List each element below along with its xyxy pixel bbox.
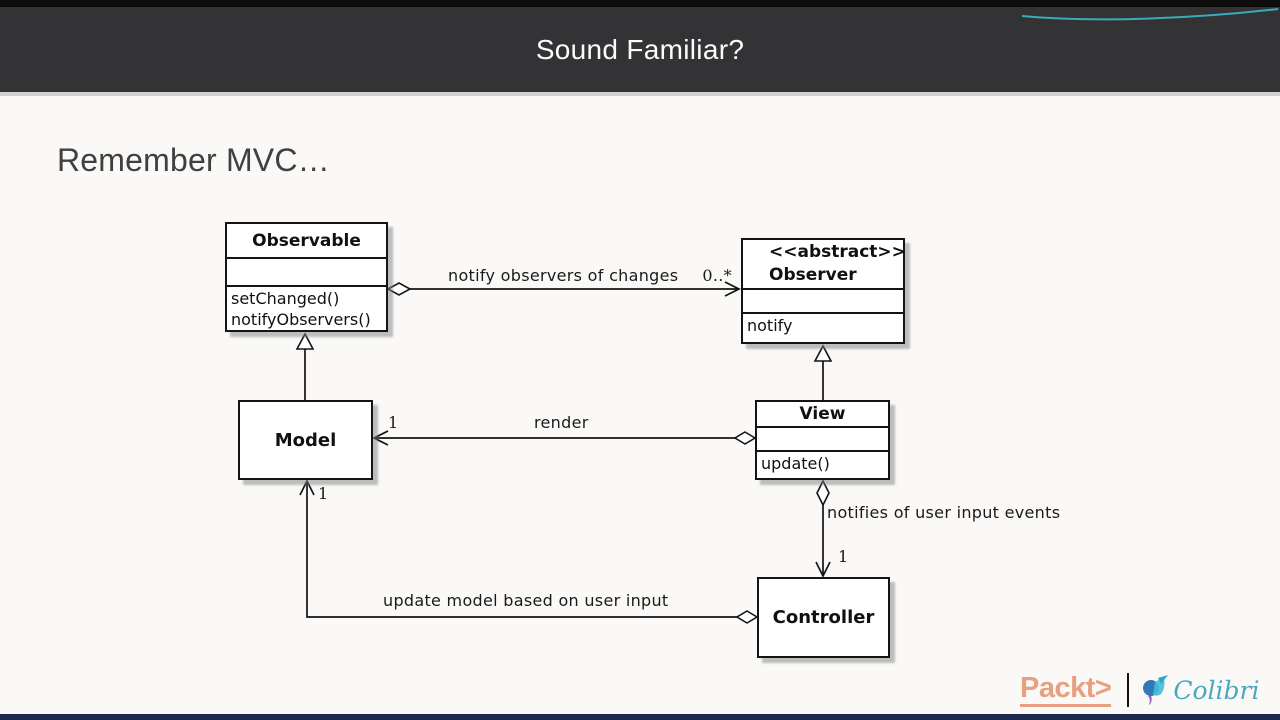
edge-multiplicity-update: 1	[318, 484, 329, 503]
class-title: View	[757, 402, 888, 428]
slide-title: Sound Familiar?	[535, 33, 745, 65]
edge-label-render: render	[534, 413, 589, 432]
class-attributes	[743, 290, 903, 314]
colibri-logo: Colibri	[1173, 675, 1260, 705]
class-stereotype: <<abstract>>	[769, 242, 906, 262]
class-title: Observable	[227, 224, 386, 260]
method: notify	[747, 316, 793, 335]
footer-logos: Packt> Colibri	[1020, 668, 1260, 712]
edge-label-notify-observers: notify observers of changes 0..*	[448, 266, 732, 285]
class-attributes	[757, 428, 888, 452]
method: notifyObservers()	[231, 310, 371, 329]
slide-header: Sound Familiar?	[0, 7, 1280, 92]
class-box-model: Model	[238, 400, 373, 480]
class-attributes	[227, 259, 386, 287]
bottom-navy-bar	[0, 714, 1280, 720]
edge-view-observer-generalization	[813, 344, 833, 400]
colibri-bird-icon	[1143, 675, 1169, 705]
class-box-controller: Controller	[757, 577, 890, 658]
class-title: <<abstract>> Observer	[743, 240, 906, 290]
edge-label-update-model: update model based on user input	[383, 591, 669, 610]
edge-multiplicity-notifies: 1	[838, 547, 849, 566]
method: setChanged()	[231, 289, 340, 308]
class-title: Controller	[772, 607, 875, 628]
logo-separator	[1127, 673, 1130, 707]
edge-model-observable-generalization	[295, 332, 315, 400]
header-divider	[0, 92, 1280, 96]
edge-label-notifies-input: notifies of user input events	[827, 503, 1061, 522]
method: update()	[761, 454, 830, 473]
page-heading: Remember MVC…	[57, 142, 330, 178]
packt-logo: Packt>	[1020, 673, 1112, 707]
class-box-view: View update()	[755, 400, 890, 480]
class-name: Observer	[769, 265, 857, 285]
class-title: Model	[274, 429, 337, 451]
teal-accent-curve-icon	[1021, 8, 1279, 21]
class-methods: setChanged() notifyObservers()	[227, 287, 386, 330]
edge-view-model-render	[372, 430, 757, 446]
edge-multiplicity-render: 1	[388, 413, 399, 432]
class-methods: notify	[743, 314, 903, 336]
class-box-observer: <<abstract>> Observer notify	[741, 238, 906, 344]
edge-text: notify observers of changes	[448, 266, 679, 285]
edge-multiplicity: 0..*	[702, 266, 732, 285]
edge-view-controller	[815, 479, 831, 578]
top-black-strip	[0, 0, 1280, 7]
class-methods: update()	[757, 452, 888, 474]
class-box-observable: Observable setChanged() notifyObservers(…	[225, 222, 388, 332]
